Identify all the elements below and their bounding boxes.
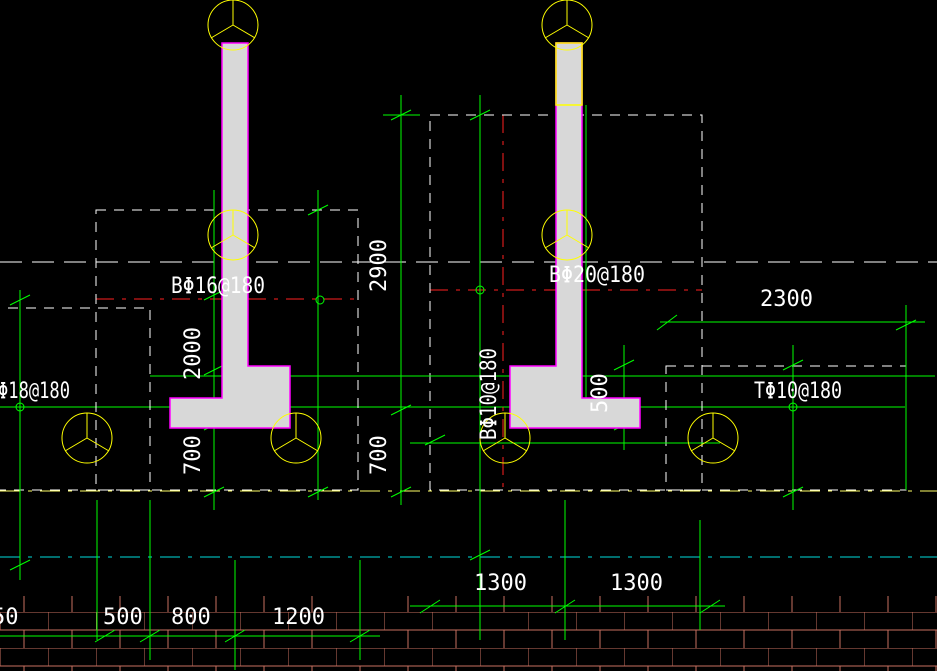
dim-500: 500 bbox=[103, 605, 143, 630]
pile-symbol-top-left bbox=[207, 0, 259, 51]
pile-symbols bbox=[61, 0, 739, 464]
rebar-label-left: BΦ16@180 bbox=[171, 274, 265, 299]
dim-700-left: 700 bbox=[181, 435, 206, 475]
column-left bbox=[169, 42, 291, 429]
pile-symbol-mid-left bbox=[207, 209, 259, 261]
dim-2000: 2000 bbox=[181, 327, 206, 380]
dim-500-vertical: 500 bbox=[588, 373, 613, 413]
pile-symbol-low-2 bbox=[270, 412, 322, 464]
rebar-label-edge: Φ18@180 bbox=[0, 379, 70, 404]
axis-lines bbox=[0, 115, 937, 558]
column-mid bbox=[509, 42, 641, 429]
rebar-label-vertical: BΦ10@180 bbox=[477, 348, 502, 440]
pile-symbol-low-3 bbox=[479, 412, 531, 464]
brick-hatch-area bbox=[0, 596, 937, 671]
rebar-label-mid: BΦ20@180 bbox=[549, 263, 645, 288]
dim-2900: 2900 bbox=[367, 239, 392, 292]
pile-symbol-low-1 bbox=[61, 412, 113, 464]
dim-1300-b: 1300 bbox=[610, 571, 663, 596]
pile-symbol-top-mid bbox=[541, 0, 593, 51]
axis-nodes bbox=[15, 285, 798, 412]
rebar-label-right: TΦ10@180 bbox=[754, 379, 842, 404]
column-left-body bbox=[169, 42, 291, 429]
dim-1300-a: 1300 bbox=[474, 571, 527, 596]
pile-symbol-mid-mid bbox=[541, 209, 593, 261]
footing-outline-right bbox=[665, 365, 907, 491]
footing-outline-edge bbox=[0, 307, 151, 491]
column-mid-cap bbox=[555, 42, 583, 106]
pile-symbol-low-4 bbox=[687, 412, 739, 464]
dim-1200: 1200 bbox=[272, 605, 325, 630]
column-mid-body bbox=[509, 42, 641, 429]
dim-2300: 2300 bbox=[760, 287, 813, 312]
dim-700-mid: 700 bbox=[367, 435, 392, 475]
dim-50: 50 bbox=[0, 605, 19, 630]
dim-800: 800 bbox=[171, 605, 211, 630]
